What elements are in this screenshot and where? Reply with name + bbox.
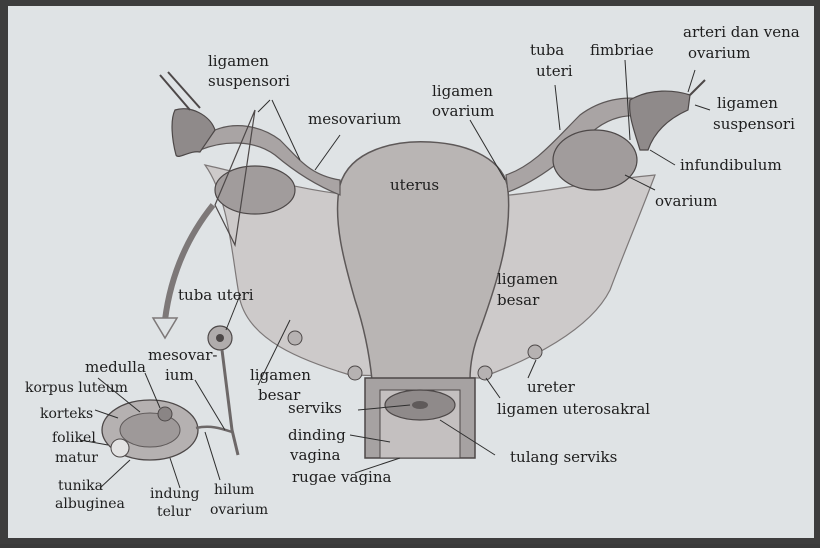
label-tuba-top: tuba — [530, 41, 564, 59]
label-ureter: ureter — [527, 378, 576, 396]
label-serviks: serviks — [288, 399, 342, 417]
label-indung: indung — [150, 486, 199, 502]
label-ligamen-uterosakral: ligamen uterosakral — [497, 400, 650, 418]
label-matur: matur — [55, 450, 98, 466]
left-ovary — [215, 166, 295, 214]
label-ovarium-hilum: ovarium — [210, 502, 268, 518]
label-korteks: korteks — [40, 406, 93, 422]
label-ligamen-besar-right-2: besar — [497, 291, 540, 309]
label-albuginea: albuginea — [55, 496, 125, 512]
label-tulang-serviks: tulang serviks — [510, 448, 617, 466]
label-ligamen-ovarium-1: ligamen — [432, 82, 493, 100]
label-ovarium-vessels: ovarium — [688, 44, 750, 62]
label-fimbriae: fimbriae — [590, 41, 654, 59]
label-mesovarium-inset-1: mesovar- — [148, 346, 218, 364]
label-folikel: folikel — [52, 430, 96, 446]
tube-lumen — [216, 334, 224, 342]
mature-follicle — [111, 439, 129, 457]
label-ligamen-suspensori-right-1: ligamen — [717, 94, 778, 112]
label-hilum: hilum — [214, 482, 254, 498]
label-telur: telur — [157, 504, 191, 520]
left-uterosacral-stump — [348, 366, 362, 380]
right-uterosacral-stump — [478, 366, 492, 380]
label-rugae-vagina: rugae vagina — [292, 468, 391, 486]
left-ureter-stump — [288, 331, 302, 345]
corpus-luteum — [158, 407, 172, 421]
right-ovary — [553, 130, 637, 190]
label-mesovarium: mesovarium — [308, 110, 401, 128]
label-ligamen-besar-left-1: ligamen — [250, 366, 311, 384]
label-arteri-dan-vena: arteri dan vena — [683, 23, 800, 41]
label-ligamen-ovarium-2: ovarium — [432, 102, 494, 120]
label-dinding: dinding — [288, 426, 346, 444]
label-medulla: medulla — [85, 358, 146, 376]
label-ligamen-besar-right-1: ligamen — [497, 270, 558, 288]
label-tunika: tunika — [58, 478, 103, 494]
label-korpus-luteum: korpus luteum — [25, 380, 128, 396]
label-vagina: vagina — [289, 446, 340, 464]
label-ligamen-suspensori-right-2: suspensori — [713, 115, 795, 133]
right-ureter-stump — [528, 345, 542, 359]
label-infundibulum: infundibulum — [680, 156, 782, 174]
label-mesovarium-inset-2: ium — [165, 366, 194, 384]
label-uterus: uterus — [390, 176, 439, 194]
label-ligamen-suspensori-left-2: suspensori — [208, 72, 290, 90]
label-ligamen-suspensori-left-1: ligamen — [208, 52, 269, 70]
cervical-os — [412, 401, 428, 409]
label-uteri-top: uteri — [536, 62, 573, 80]
label-ovarium-right: ovarium — [655, 192, 717, 210]
label-tuba-uteri-left: tuba uteri — [178, 286, 254, 304]
